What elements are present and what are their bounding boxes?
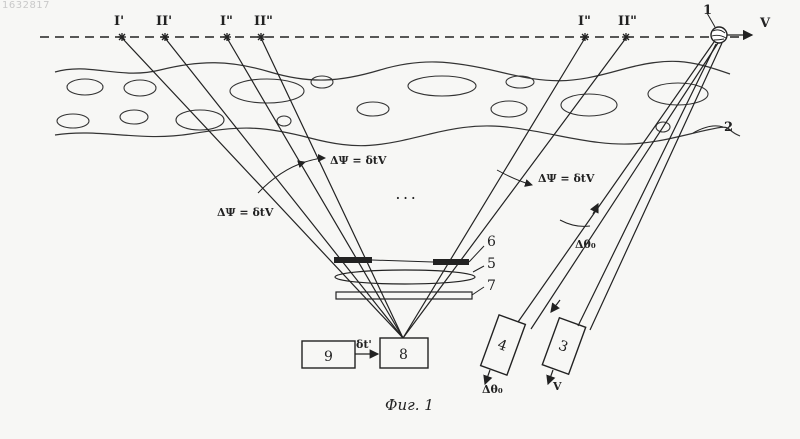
object-number: 1: [703, 3, 712, 18]
inhomogeneities: [57, 76, 708, 132]
block-3: 3: [542, 318, 585, 375]
grid-strip-left: [334, 257, 372, 263]
star-label: I": [220, 14, 233, 29]
star-label: II': [156, 14, 172, 29]
part-number: 5: [487, 256, 496, 272]
phase-annotation: ΔΨ = δtV: [217, 206, 274, 219]
object-rays: [518, 42, 722, 330]
star-label: I": [578, 14, 591, 29]
layer-number: 2: [724, 120, 733, 135]
star-icon: [581, 33, 589, 41]
star-icon: [118, 33, 126, 41]
delay-annotation: δt': [356, 338, 372, 351]
star-icon: [257, 33, 265, 41]
velocity-label: V: [759, 16, 771, 31]
cloud-cell: [357, 102, 389, 116]
block-8-label: 8: [399, 347, 408, 363]
block-3-label: 3: [556, 338, 570, 356]
phase-arc-left-1: [258, 162, 305, 193]
block-4: 4: [481, 315, 526, 375]
plate-leader: [472, 287, 484, 295]
star-label: II": [618, 14, 637, 29]
cloud-cell: [491, 101, 527, 117]
lens-icon: [335, 270, 475, 284]
block-4-output: [485, 370, 490, 384]
ray-II-dprime: [261, 38, 403, 338]
cloud-cell: [506, 76, 534, 88]
layer-lower-boundary: [55, 126, 740, 146]
block-4-label: 4: [495, 337, 509, 355]
phase-annotation: ΔΨ = δtV: [330, 154, 387, 167]
layer-upper-boundary: [55, 61, 730, 80]
cloud-cell: [277, 116, 291, 126]
ray-II-right: [403, 38, 626, 338]
block-9-label: 9: [324, 349, 333, 365]
phase-arc-left-1b: [305, 158, 325, 162]
star-icon: [223, 33, 231, 41]
cloud-cell: [561, 94, 617, 116]
cloud-cell: [311, 76, 333, 88]
star-icon: [622, 33, 630, 41]
star-rays: [122, 38, 626, 338]
cloud-cell: [120, 110, 148, 124]
star-label: II": [254, 14, 273, 29]
ray-I-dprime: [227, 38, 403, 338]
cloud-cell: [57, 114, 89, 128]
cloud-cell: [176, 110, 224, 130]
moving-object-icon: [711, 27, 727, 43]
figure-caption: Фиг. 1: [385, 396, 434, 414]
cloud-cell: [124, 80, 156, 96]
star-icon: [161, 33, 169, 41]
block-3-output-label: V: [552, 380, 562, 393]
part-number: 6: [487, 234, 496, 250]
dots-annotation: · · ·: [396, 192, 415, 205]
grid-strip-middle: [372, 260, 433, 262]
cloud-cell: [67, 79, 103, 95]
cloud-cell: [408, 76, 476, 96]
block-4-output-label: Δθ₀: [482, 383, 503, 396]
phase-annotation: ΔΨ = δtV: [538, 172, 595, 185]
angle-annotation: Δθ₀: [575, 238, 596, 251]
grid-strip-right: [433, 259, 469, 265]
ray-II-prime: [165, 38, 403, 338]
star-label: I': [114, 14, 124, 29]
plate-icon: [336, 292, 472, 299]
part-number: 7: [487, 278, 496, 294]
grid-leader: [469, 246, 484, 262]
lens-leader: [473, 266, 484, 272]
cloud-cell: [230, 79, 304, 103]
